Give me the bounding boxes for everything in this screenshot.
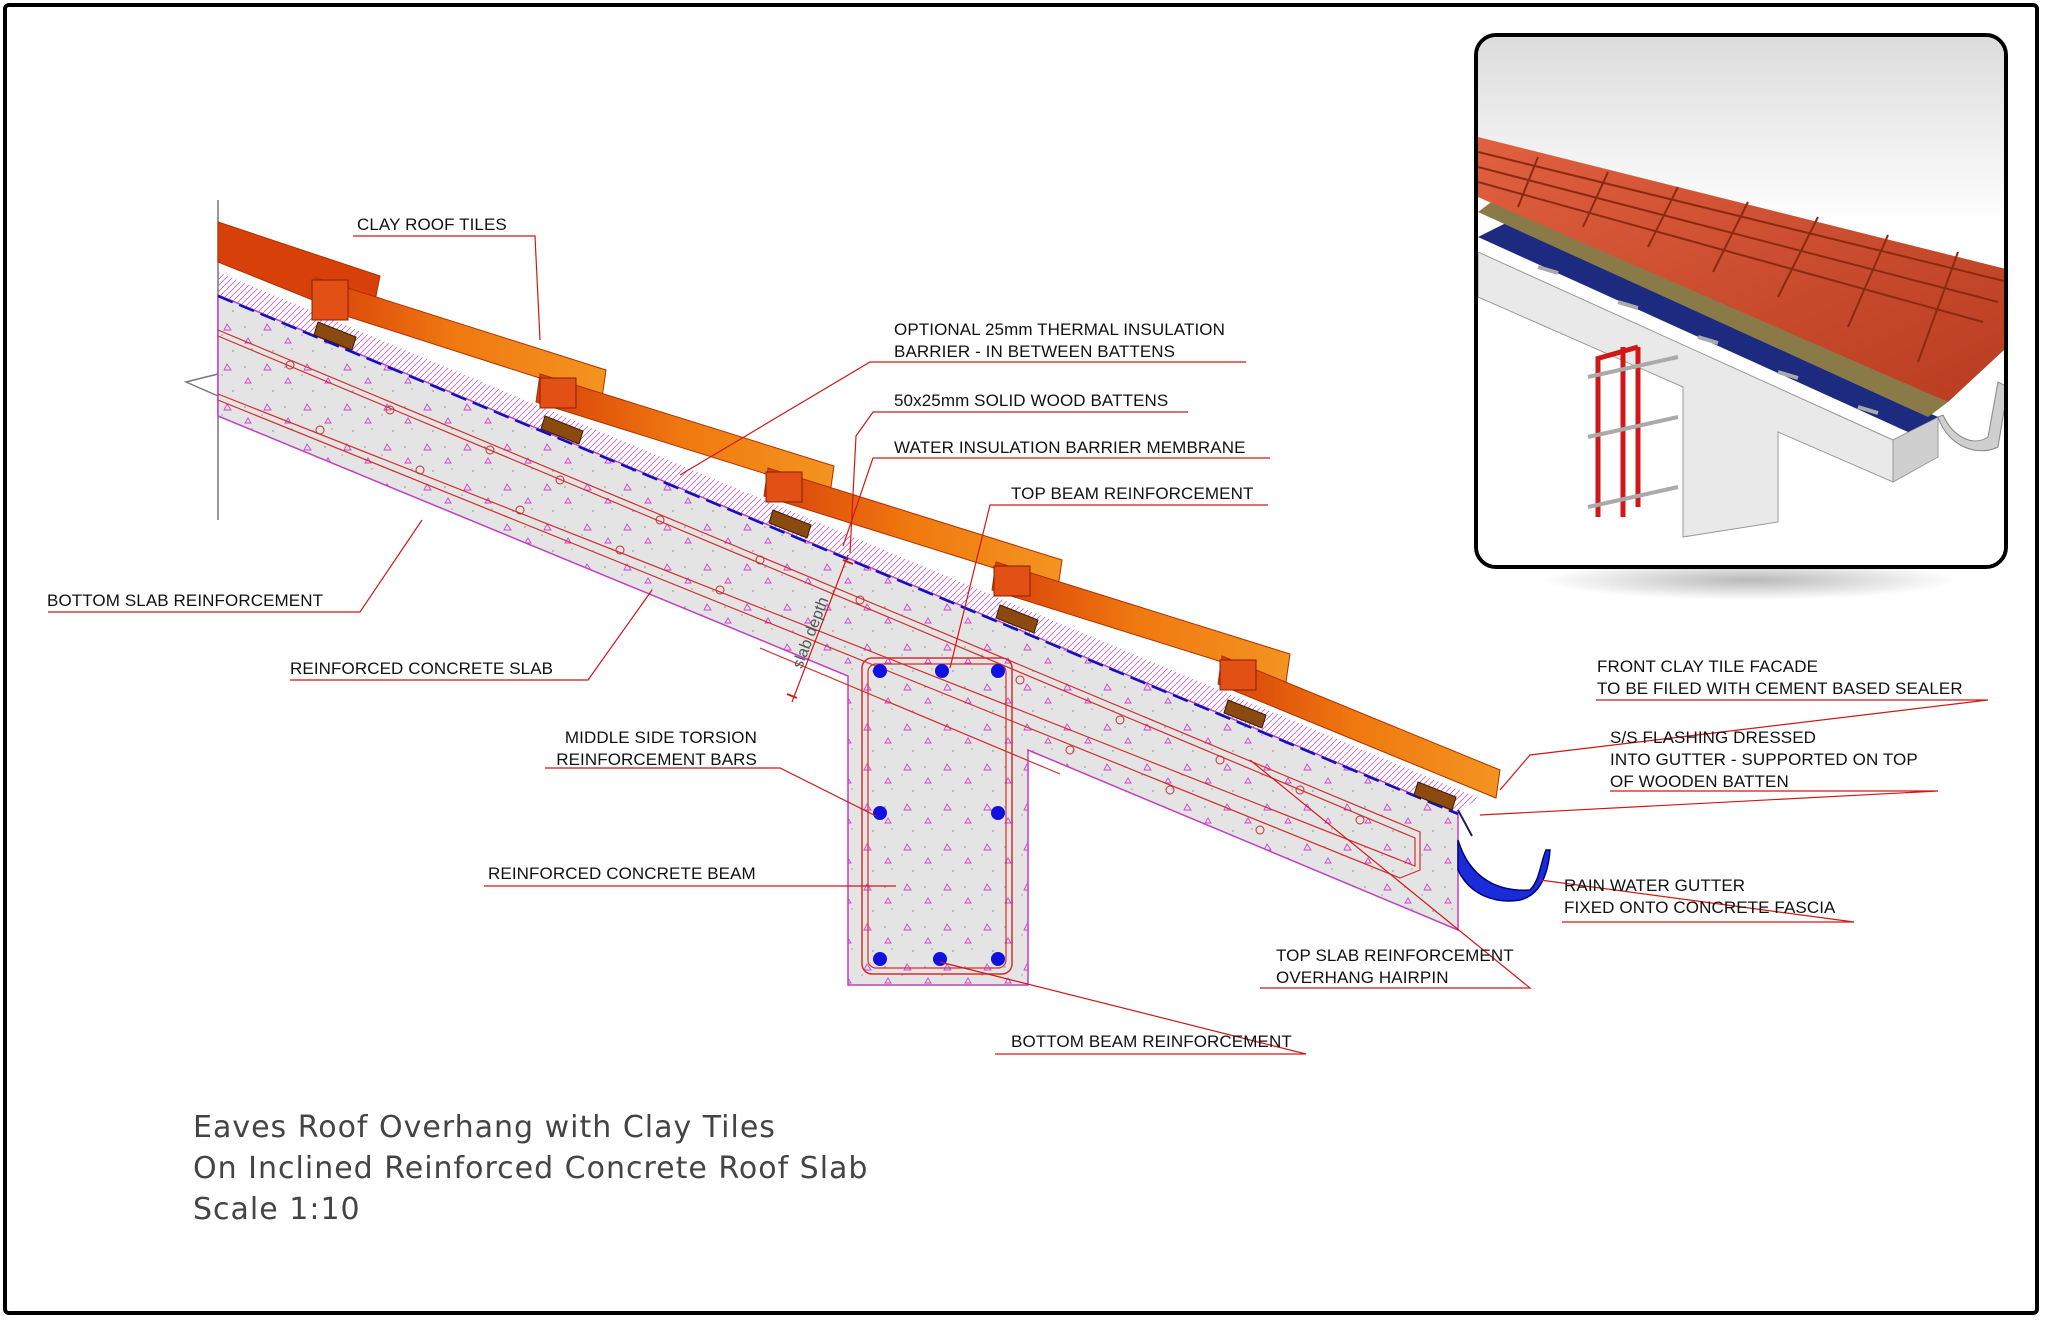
label-top-slab-hairpin: TOP SLAB REINFORCEMENT OVERHANG HAIRPIN: [1276, 946, 1514, 987]
label-bottom-slab-reinforcement: BOTTOM SLAB REINFORCEMENT: [47, 591, 324, 610]
inset-3d-illustration: [1478, 37, 2004, 565]
title-scale: Scale 1:10: [193, 1192, 361, 1227]
tile-lap-details: [311, 279, 1257, 691]
inset-3d-view: [1474, 33, 2008, 569]
label-thermal-insulation: OPTIONAL 25mm THERMAL INSULATION BARRIER…: [894, 320, 1225, 361]
label-front-clay-tile-facade: FRONT CLAY TILE FACADE TO BE FILED WITH …: [1597, 657, 1963, 698]
label-reinforced-concrete-beam: REINFORCED CONCRETE BEAM: [488, 864, 756, 883]
label-water-membrane: WATER INSULATION BARRIER MEMBRANE: [894, 438, 1246, 457]
label-ss-flashing: S/S FLASHING DRESSED INTO GUTTER - SUPPO…: [1610, 728, 1918, 791]
beam-rebars: [873, 664, 1005, 966]
slab-break-line: [183, 200, 219, 520]
wood-battens: [313, 321, 1457, 811]
label-middle-side-torsion: MIDDLE SIDE TORSION REINFORCEMENT BARS: [556, 728, 757, 769]
reinforced-concrete-slab-shape: [217, 293, 1459, 986]
slab-depth-dimension: [786, 554, 854, 703]
beam-stirrup: [861, 657, 1013, 975]
leader-lines: [48, 235, 1989, 1055]
title-line-2: On Inclined Reinforced Concrete Roof Sla…: [193, 1151, 869, 1186]
label-reinforced-concrete-slab: REINFORCED CONCRETE SLAB: [290, 659, 554, 678]
slab-rebar-dots: [285, 360, 1365, 835]
label-clay-roof-tiles: CLAY ROOF TILES: [357, 215, 507, 234]
thermal-insulation-layer: [218, 272, 1478, 813]
label-rain-water-gutter: RAIN WATER GUTTER FIXED ONTO CONCRETE FA…: [1564, 876, 1836, 917]
label-top-beam-reinforcement: TOP BEAM REINFORCEMENT: [1011, 484, 1254, 503]
label-bottom-beam-reinforcement: BOTTOM BEAM REINFORCEMENT: [1011, 1032, 1292, 1051]
title-line-1: Eaves Roof Overhang with Clay Tiles: [193, 1110, 776, 1145]
water-membrane-line: [217, 294, 1459, 816]
label-wood-battens: 50x25mm SOLID WOOD BATTENS: [894, 391, 1169, 410]
rain-water-gutter-shape: [1457, 809, 1551, 902]
